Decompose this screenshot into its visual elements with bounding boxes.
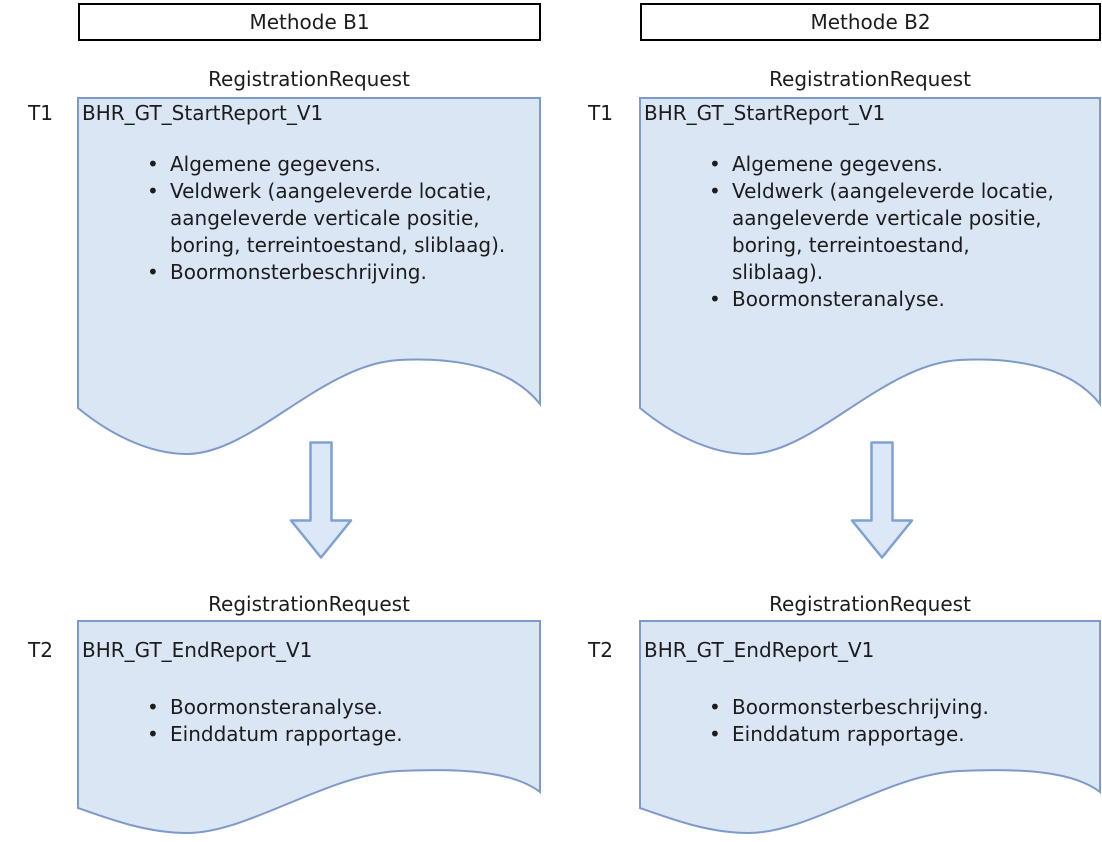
document-title-b2-t1: BHR_GT_StartReport_V1 — [644, 101, 886, 125]
bullet-item: Boormonsteranalyse. — [708, 286, 1067, 313]
bullet-list-b1-t1: Algemene gegevens. Veldwerk (aangeleverd… — [82, 151, 537, 286]
bullet-item: Einddatum rapportage. — [708, 721, 1067, 748]
bullet-item: Veldwerk (aangeleverde locatie, aangelev… — [146, 178, 507, 259]
bullet-item: Algemene gegevens. — [146, 151, 507, 178]
document-shape-b1-t2: BHR_GT_EndReport_V1 Boormonsteranalyse. … — [77, 620, 541, 836]
down-arrow-icon — [850, 441, 914, 559]
bullet-item: Boormonsterbeschrijving. — [708, 694, 1067, 721]
bullet-item: Boormonsterbeschrijving. — [146, 259, 507, 286]
bullet-list-b2-t2: Boormonsterbeschrijving. Einddatum rappo… — [644, 694, 1097, 748]
registration-request-label-b2-t1: RegistrationRequest — [769, 67, 971, 91]
transaction-label-b2-t2: T2 — [588, 638, 613, 662]
transaction-label-b1-t2: T2 — [28, 638, 53, 662]
method-header-b1: Methode B1 — [78, 3, 541, 41]
document-shape-b1-t1: BHR_GT_StartReport_V1 Algemene gegevens.… — [77, 97, 541, 461]
document-title-b1-t2: BHR_GT_EndReport_V1 — [82, 638, 313, 662]
bullet-item: Veldwerk (aangeleverde locatie, aangelev… — [708, 178, 1067, 286]
transaction-label-b1-t1: T1 — [28, 101, 53, 125]
bullet-list-b2-t1: Algemene gegevens. Veldwerk (aangeleverd… — [644, 151, 1097, 313]
down-arrow-icon — [289, 441, 353, 559]
registration-request-label-b2-t2: RegistrationRequest — [769, 592, 971, 616]
method-header-b2: Methode B2 — [640, 3, 1101, 41]
document-shape-b2-t2: BHR_GT_EndReport_V1 Boormonsterbeschrijv… — [639, 620, 1101, 836]
transaction-label-b2-t1: T1 — [588, 101, 613, 125]
bullet-item: Einddatum rapportage. — [146, 721, 507, 748]
registration-request-label-b1-t2: RegistrationRequest — [208, 592, 410, 616]
method-header-b2-label: Methode B2 — [810, 10, 931, 34]
document-title-b1-t1: BHR_GT_StartReport_V1 — [82, 101, 324, 125]
document-title-b2-t2: BHR_GT_EndReport_V1 — [644, 638, 875, 662]
bullet-item: Boormonsteranalyse. — [146, 694, 507, 721]
document-shape-b2-t1: BHR_GT_StartReport_V1 Algemene gegevens.… — [639, 97, 1101, 461]
bullet-item: Algemene gegevens. — [708, 151, 1067, 178]
bullet-list-b1-t2: Boormonsteranalyse. Einddatum rapportage… — [82, 694, 537, 748]
registration-request-label-b1-t1: RegistrationRequest — [208, 67, 410, 91]
method-header-b1-label: Methode B1 — [249, 10, 370, 34]
